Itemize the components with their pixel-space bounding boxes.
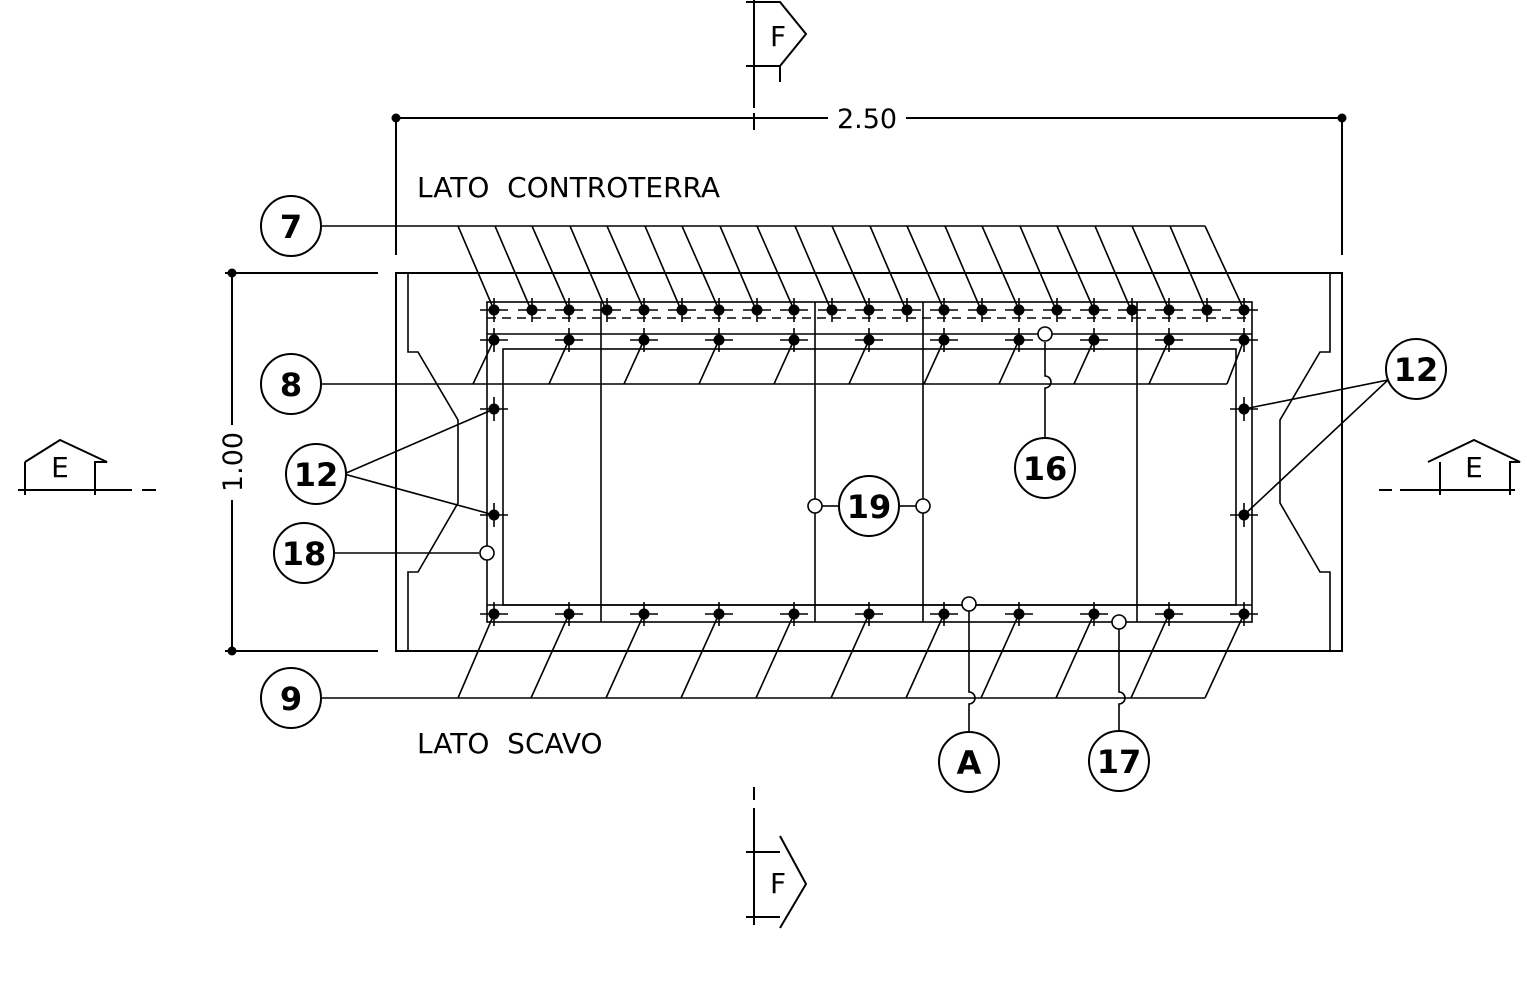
callout-12-left: 12 (285, 443, 347, 505)
callout-9: 9 (260, 667, 322, 729)
svg-text:A: A (957, 744, 982, 782)
rebar-tick (705, 602, 733, 626)
callout-12-right: 12 (1385, 338, 1447, 400)
rebar-tick (1118, 298, 1146, 322)
section-marker-e-left-label: E (51, 451, 69, 484)
rebar-tick (555, 602, 583, 626)
rebar-tick (1005, 298, 1033, 322)
dimension-width: 2.50 (391, 104, 1347, 255)
section-marker-f-bottom: F (746, 787, 808, 929)
section-marker-e-right-label: E (1465, 451, 1483, 484)
rebar-tick (1080, 328, 1108, 352)
rebar-tick (480, 397, 508, 421)
rebar-tick (1080, 602, 1108, 626)
rebar-tick (518, 298, 546, 322)
rebar-tick (780, 298, 808, 322)
rebar-tick (555, 328, 583, 352)
rebar-tick (780, 328, 808, 352)
rebar-tick (705, 328, 733, 352)
rebar-tick (855, 298, 883, 322)
section-marker-e-left: E (18, 438, 156, 495)
svg-text:7: 7 (280, 208, 302, 246)
rebar-tick (930, 298, 958, 322)
svg-text:18: 18 (282, 535, 327, 573)
side-label-bottom: LATO SCAVO (417, 727, 603, 760)
section-marker-f-bottom-label: F (770, 867, 786, 900)
rebar-tick (930, 328, 958, 352)
svg-text:12: 12 (1394, 351, 1439, 389)
rebar-tick (1155, 298, 1183, 322)
rebar-tick (780, 602, 808, 626)
rebar-tick (480, 328, 508, 352)
rebar-tick (1230, 397, 1258, 421)
rebar-tick (968, 298, 996, 322)
rebar-tick (818, 298, 846, 322)
side-label-top: LATO CONTROTERRA (417, 171, 720, 204)
rebar-tick (1155, 328, 1183, 352)
rebar-tick (743, 298, 771, 322)
rebar-tick (630, 602, 658, 626)
rebar-tick (705, 298, 733, 322)
dimension-height-label: 1.00 (218, 432, 249, 492)
rebar-tick (630, 298, 658, 322)
rebar-tick (668, 298, 696, 322)
rebar-tick (480, 602, 508, 626)
dimension-width-label: 2.50 (837, 104, 897, 135)
leader-lines (322, 225, 1389, 732)
callout-a: A (938, 731, 1000, 793)
rebar-tick (1230, 503, 1258, 527)
callout-8: 8 (260, 353, 322, 415)
svg-text:16: 16 (1023, 450, 1068, 488)
svg-text:17: 17 (1097, 743, 1142, 781)
section-marker-f-top: F (746, 0, 808, 130)
rebar-tick (1080, 298, 1108, 322)
rebar-tick (1230, 602, 1258, 626)
dimension-height: 1.00 (218, 268, 378, 656)
rebar-cage (486, 301, 1253, 623)
svg-text:19: 19 (847, 488, 892, 526)
svg-text:12: 12 (294, 456, 339, 494)
rebar-tick (1043, 298, 1071, 322)
svg-text:8: 8 (280, 366, 302, 404)
rebar-tick (630, 328, 658, 352)
callout-19: 19 (838, 475, 900, 537)
rebar-tick (593, 298, 621, 322)
rebar-tick (930, 602, 958, 626)
svg-text:9: 9 (280, 680, 302, 718)
rebar-tick (555, 298, 583, 322)
callout-16: 16 (1014, 437, 1076, 499)
rebar-tick (1193, 298, 1221, 322)
rebar-tick (480, 503, 508, 527)
rebar-tick (1005, 328, 1033, 352)
callout-7: 7 (260, 195, 322, 257)
rebar-tick (1005, 602, 1033, 626)
rebar-tick (855, 602, 883, 626)
rebar-tick (1230, 298, 1258, 322)
callout-18: 18 (273, 522, 335, 584)
rebar-tick (480, 298, 508, 322)
rebar-tick (1155, 602, 1183, 626)
wall-outline (395, 272, 1343, 652)
section-marker-f-top-label: F (770, 20, 786, 53)
rebar-tick (1230, 328, 1258, 352)
section-marker-e-right: E (1379, 438, 1521, 495)
open-bars (479, 326, 1127, 630)
rebars (480, 298, 1258, 626)
rebar-tick (855, 328, 883, 352)
callout-17: 17 (1088, 730, 1150, 792)
rebar-tick (893, 298, 921, 322)
